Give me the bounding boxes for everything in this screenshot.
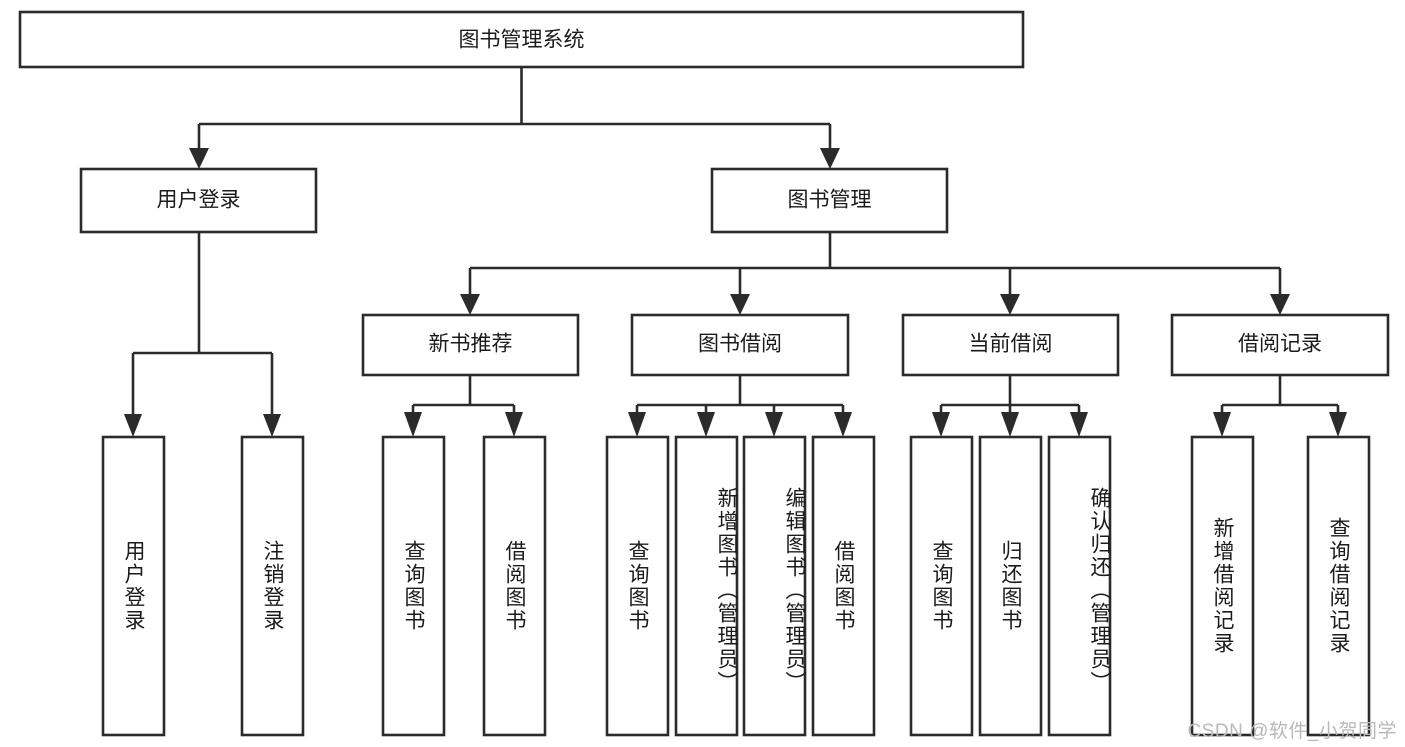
node-book-manage-label: 图书管理 <box>788 189 872 212</box>
csdn-watermark: CSDN @软件_小贺同学 <box>1187 721 1397 742</box>
node-book-manage[interactable]: 图书管理 <box>710 167 949 234</box>
leaf-box-user-login-2[interactable] <box>240 435 305 737</box>
leaf-box-current-borrow-2[interactable] <box>978 435 1043 737</box>
arrow-head-borrow-record-leaf-2 <box>1329 412 1347 437</box>
connector-group-root <box>189 67 840 169</box>
node-root[interactable]: 图书管理系统 <box>18 10 1025 69</box>
arrow-head-book-borrow-leaf-4 <box>834 412 852 437</box>
node-user-login[interactable]: 用户登录 <box>79 167 318 234</box>
arrow-head-current-borrow-leaf-2 <box>1001 412 1019 437</box>
connector-group-book-borrow-leaves <box>628 375 852 437</box>
arrow-head-user-login-leaf-1 <box>124 414 142 437</box>
arrow-head-book-borrow-leaf-1 <box>628 412 646 437</box>
node-borrow-record[interactable]: 借阅记录 <box>1170 313 1390 377</box>
node-book-borrow-label: 图书借阅 <box>698 333 782 356</box>
leaf-box-book-borrow-1[interactable] <box>605 435 670 737</box>
connector-group-user-login-leaves <box>124 232 281 437</box>
node-new-book-recommend-label: 新书推荐 <box>429 333 513 356</box>
arrow-head-current-borrow-leaf-3 <box>1070 412 1088 437</box>
node-new-book-recommend-box[interactable] <box>361 313 580 377</box>
leaf-box-book-borrow-2[interactable] <box>674 435 739 737</box>
arrow-head-book-borrow-leaf-3 <box>765 412 783 437</box>
leaf-box-book-borrow-4[interactable] <box>811 435 876 737</box>
connector-group-borrow-record-leaves <box>1213 375 1347 437</box>
arrow-head-borrow-record-leaf-1 <box>1213 412 1231 437</box>
leaf-box-book-borrow-3[interactable] <box>742 435 807 737</box>
leaf-box-borrow-record-1[interactable] <box>1190 435 1255 737</box>
arrow-head-book-manage <box>820 148 840 169</box>
arrow-head-borrow-record <box>1270 294 1290 315</box>
node-root-box[interactable] <box>18 10 1025 69</box>
arrow-head-book-borrow-leaf-2 <box>697 412 715 437</box>
node-current-borrow-label: 当前借阅 <box>969 333 1053 356</box>
arrow-head-book-borrow <box>730 294 750 315</box>
arrow-head-new-book-leaf-1 <box>404 412 422 437</box>
arrow-head-new-book-leaf-2 <box>505 412 523 437</box>
node-borrow-record-label: 借阅记录 <box>1238 333 1322 356</box>
arrow-head-current-borrow-leaf-1 <box>932 412 950 437</box>
node-book-manage-box[interactable] <box>710 167 949 234</box>
node-user-login-box[interactable] <box>79 167 318 234</box>
node-current-borrow-box[interactable] <box>901 313 1120 377</box>
connector-group-book-manage <box>460 232 1290 315</box>
node-borrow-record-box[interactable] <box>1170 313 1390 377</box>
arrow-head-current-borrow <box>1000 294 1020 315</box>
leaf-box-new-book-1[interactable] <box>381 435 446 737</box>
arrow-head-user-login <box>189 148 209 169</box>
leaf-box-current-borrow-1[interactable] <box>909 435 974 737</box>
arrow-head-new-book <box>460 294 480 315</box>
arrow-head-user-login-leaf-2 <box>263 414 281 437</box>
node-new-book-recommend[interactable]: 新书推荐 <box>361 313 580 377</box>
leaf-box-borrow-record-2[interactable] <box>1306 435 1371 737</box>
node-root-label: 图书管理系统 <box>459 29 585 52</box>
node-book-borrow[interactable]: 图书借阅 <box>630 313 850 377</box>
connector-group-new-book-leaves <box>404 375 523 437</box>
connector-group-current-borrow-leaves <box>932 375 1088 437</box>
node-current-borrow[interactable]: 当前借阅 <box>901 313 1120 377</box>
node-book-borrow-box[interactable] <box>630 313 850 377</box>
node-user-login-label: 用户登录 <box>157 189 241 212</box>
leaf-box-new-book-2[interactable] <box>482 435 547 737</box>
leaf-box-current-borrow-3[interactable] <box>1047 435 1112 737</box>
leaf-box-user-login-1[interactable] <box>101 435 166 737</box>
